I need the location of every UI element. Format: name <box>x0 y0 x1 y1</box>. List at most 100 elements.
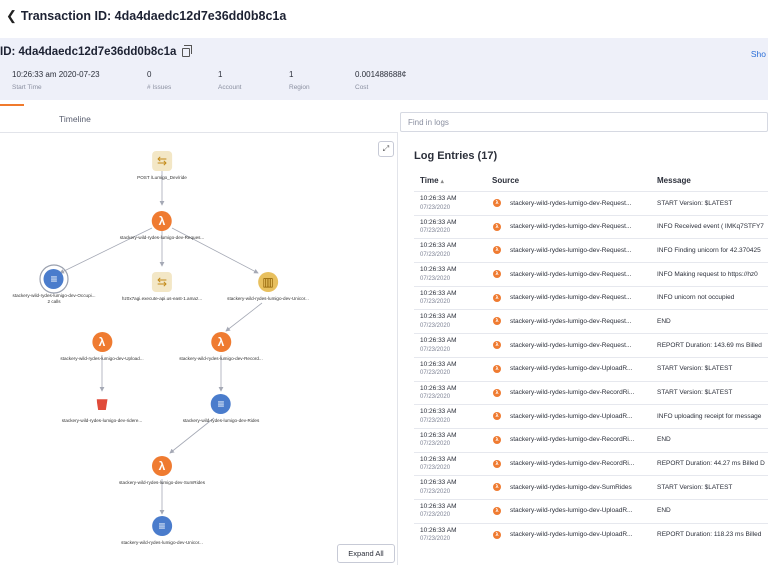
copy-icon[interactable] <box>182 44 193 57</box>
log-message: REPORT Duration: 118.23 ms Billed <box>657 531 762 539</box>
graph-node-api-gateway[interactable]: ⇆ POST /Lumigo_Dev/ride <box>137 151 187 181</box>
log-date: 07/23/2020 <box>420 299 451 306</box>
column-header-message[interactable]: Message <box>657 176 691 185</box>
node-label: stackery-wild-rydes-lumigo-dev-Record... <box>179 356 263 361</box>
lambda-icon: λ <box>493 483 501 492</box>
log-message: REPORT Duration: 143.69 ms Billed <box>657 341 762 349</box>
node-label: stackery-wild-rydes-lumigo-dev-SumRides <box>118 480 206 485</box>
sqs-icon: ▥ <box>258 272 278 292</box>
graph-node-receipts-bucket[interactable]: stackery-wild-rydes-lumigo-dev-ridere... <box>62 394 142 424</box>
log-time: 10:26:33 AM <box>420 313 457 321</box>
log-message: INFO Received event ( IMKq7STFY7 <box>657 223 764 231</box>
graph-node-rides-table[interactable]: ≡ stackery-wild-rydes-lumigo-dev-Rides <box>183 394 259 424</box>
graph-node-external-api[interactable]: ⇆ hz0x7agi.execute-api.us-east-1.amaz... <box>122 272 202 302</box>
s3-bucket-icon <box>91 394 112 414</box>
stat-value: 1 <box>218 70 223 79</box>
stat-label: Account <box>218 84 242 91</box>
lambda-icon: λ <box>493 341 501 350</box>
stat-cost: 0.001488688¢ Cost <box>355 70 406 91</box>
column-header-source[interactable]: Source <box>492 176 520 185</box>
stat-value: 0.001488688¢ <box>355 70 407 79</box>
stat-label: Cost <box>355 84 369 91</box>
log-table: 10:26:33 AM 07/23/2020 λ stackery-wild-ryde… <box>414 191 768 546</box>
lambda-icon: λ <box>210 332 231 352</box>
node-label: stackery-wild-rydes-lumigo-dev-Unicor... <box>227 296 309 301</box>
log-time: 10:26:33 AM <box>420 384 457 392</box>
tab-timeline[interactable]: Timeline <box>59 114 91 124</box>
graph-node-request-lambda[interactable]: λ stackery-wild-rydes-lumigo-dev-Reques.… <box>119 211 205 241</box>
tab-map-active-indicator[interactable] <box>0 104 24 106</box>
log-message: END <box>657 436 671 444</box>
top-bar: ❮ Transaction ID: 4da4daedc12d7e36dd0b8c… <box>0 0 768 32</box>
lambda-icon: λ <box>493 199 501 207</box>
log-time: 10:26:33 AM <box>420 479 457 487</box>
graph-node-occupied-table[interactable]: ≡ stackery-wild-rydes-lumigo-dev-Occupi.… <box>13 269 95 305</box>
log-source: stackery-wild-rydes-lumigo-dev-Request..… <box>510 294 632 302</box>
graph-node-upload-lambda[interactable]: λ stackery-wild-rydes-lumigo-dev-Upload.… <box>60 332 144 362</box>
log-source: stackery-wild-rydes-lumigo-dev-SumRides <box>510 483 632 491</box>
lambda-icon: λ <box>493 459 501 468</box>
log-source: stackery-wild-rydes-lumigo-dev-UploadR..… <box>510 531 633 539</box>
log-time: 10:26:33 AM <box>420 431 457 439</box>
graph-node-record-lambda[interactable]: λ stackery-wild-rydes-lumigo-dev-Record.… <box>179 332 263 362</box>
log-date: 07/23/2020 <box>420 251 451 258</box>
log-source: stackery-wild-rydes-lumigo-dev-Request..… <box>510 270 632 278</box>
log-message: INFO uploading receipt for message <box>657 412 762 420</box>
dynamodb-icon: ≡ <box>44 269 64 289</box>
log-time: 10:26:33 AM <box>420 337 457 345</box>
stat-region: 1 Region <box>289 70 310 91</box>
log-message: INFO Making request to https://hz0 <box>657 270 758 278</box>
chevron-left-icon[interactable]: ❮ <box>6 8 17 23</box>
log-time: 10:26:33 AM <box>420 195 457 202</box>
fullscreen-icon[interactable]: ⤢ <box>378 141 394 157</box>
log-date: 07/23/2020 <box>420 465 451 472</box>
lambda-icon: λ <box>493 506 501 515</box>
log-source: stackery-wild-rydes-lumigo-dev-RecordRi.… <box>510 389 635 396</box>
graph-node-unicorn-table[interactable]: ≡ stackery-wild-rydes-lumigo-dev-Unicor.… <box>121 516 203 546</box>
graph-node-unicorn-queue[interactable]: ▥ stackery-wild-rydes-lumigo-dev-Unicor.… <box>227 272 309 302</box>
log-source: stackery-wild-rydes-lumigo-dev-RecordRi.… <box>510 436 635 444</box>
graph-node-sumrides-lambda[interactable]: λ stackery-wild-rydes-lumigo-dev-SumRide… <box>119 456 205 486</box>
log-message: START Version: $LATEST <box>657 199 733 207</box>
node-label: stackery-wild-rydes-lumigo-dev-Reques... <box>119 235 205 240</box>
expand-all-button[interactable]: Expand All <box>337 544 395 563</box>
node-label: stackery-wild-rydes-lumigo-dev-Upload... <box>60 356 144 361</box>
log-date: 07/23/2020 <box>420 417 451 424</box>
show-link[interactable]: Sho <box>750 49 766 59</box>
stat-account: 1 Account <box>218 70 242 91</box>
node-label: hz0x7agi.execute-api.us-east-1.amaz... <box>121 296 203 301</box>
log-date: 07/23/2020 <box>420 441 451 448</box>
log-time: 10:26:33 AM <box>420 360 457 368</box>
stat-start-time: 10:26:33 am 2020-07-23 Start Time <box>12 70 100 91</box>
transaction-id-heading: ID: 4da4daedc12d7e36dd0b8c1a <box>0 44 193 58</box>
log-source: stackery-wild-rydes-lumigo-dev-Request..… <box>510 246 632 254</box>
log-time: 10:26:33 AM <box>420 502 457 510</box>
stat-label: Region <box>289 84 310 91</box>
stat-issues: 0 # Issues <box>147 70 171 91</box>
dynamodb-icon: ≡ <box>211 394 231 414</box>
stat-value: 10:26:33 am 2020-07-23 <box>12 70 100 79</box>
log-search-input[interactable] <box>400 112 768 132</box>
log-time: 10:26:33 AM <box>420 455 457 463</box>
sort-ascending-icon[interactable]: ▴ <box>440 179 444 185</box>
page-title: Transaction ID: 4da4daedc12d7e36dd0b8c1a <box>20 9 287 23</box>
log-date: 07/23/2020 <box>420 275 451 282</box>
log-source: stackery-wild-rydes-lumigo-dev-UploadR..… <box>510 412 633 420</box>
stat-value: 1 <box>289 70 294 79</box>
column-header-time[interactable]: Time ▴ <box>420 176 444 185</box>
